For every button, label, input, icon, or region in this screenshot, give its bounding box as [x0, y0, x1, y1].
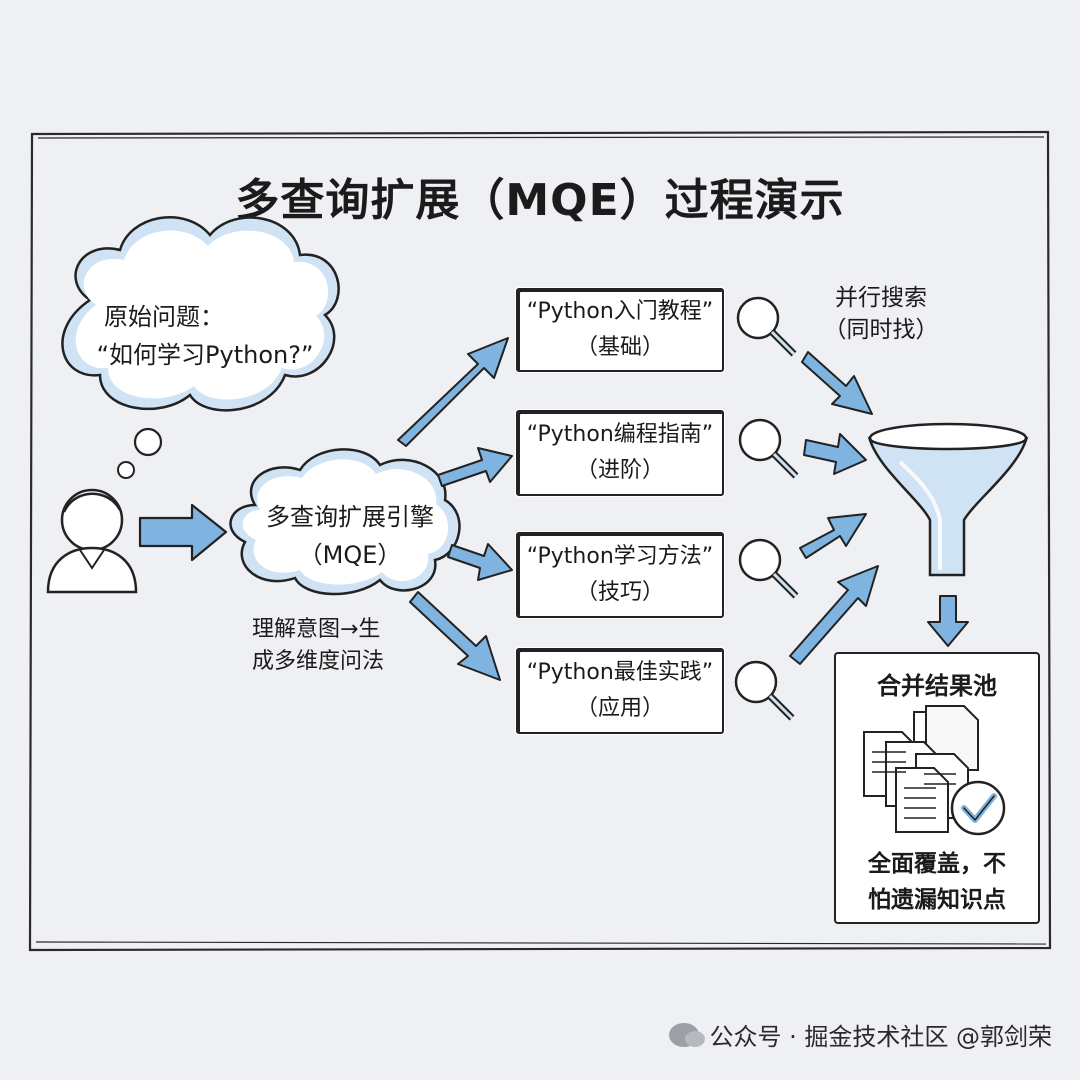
search-icon — [734, 660, 795, 721]
wechat-icon — [669, 1022, 706, 1047]
fan-out-arrows — [397, 337, 513, 681]
engine-line2: （MQE） — [298, 541, 402, 569]
original-question-label: 原始问题： — [104, 303, 224, 331]
query-box-basics: “Python入门教程” （基础） — [516, 288, 724, 372]
result-pool-title: 合并结果池 — [877, 672, 997, 700]
fan-in-arrows — [789, 351, 879, 665]
query-text: “Python入门教程” — [526, 299, 714, 324]
original-question: 原始问题： “如何学习Python?” — [90, 298, 320, 374]
query-box-tips: “Python学习方法” （技巧） — [516, 532, 724, 618]
query-text: “Python编程指南” — [526, 422, 714, 447]
arrow-right-icon — [447, 543, 513, 581]
parallel-search-line2: （同时找） — [823, 317, 939, 343]
arrow-right-icon — [803, 433, 867, 475]
arrow-right-icon — [138, 503, 228, 562]
query-box-practice: “Python最佳实践” （应用） — [516, 648, 724, 734]
arrow-right-icon — [397, 337, 509, 447]
engine-note-line2: 成多维度问法 — [252, 649, 385, 674]
search-icon — [738, 538, 799, 599]
arrow-down-icon — [927, 595, 969, 647]
engine-line1: 多查询扩展引擎 — [266, 503, 434, 531]
engine-note: 理解意图→生 成多维度问法 — [252, 614, 432, 678]
engine-cloud — [229, 448, 461, 596]
engine-note-line1: 理解意图→生 — [252, 617, 381, 642]
query-text: “Python最佳实践” — [526, 660, 714, 685]
result-pool-desc: 全面覆盖，不 怕遗漏知识点 — [836, 846, 1038, 918]
arrow-right-icon — [801, 351, 873, 415]
arrow-right-icon — [789, 565, 879, 665]
original-question-text: “如何学习Python?” — [96, 341, 314, 369]
arrow-right-icon — [799, 513, 867, 559]
search-icon — [738, 418, 799, 479]
diagram-frame — [28, 130, 1054, 952]
check-circle-icon — [950, 780, 1006, 836]
funnel-icon — [867, 422, 1029, 577]
result-pool: 合并结果池 全面覆盖，不 怕遗漏知识点 — [834, 652, 1040, 924]
query-tag: （基础） — [575, 335, 664, 360]
result-pool-desc-line1: 全面覆盖，不 — [868, 851, 1006, 877]
result-pool-desc-line2: 怕遗漏知识点 — [868, 887, 1006, 913]
search-icon — [736, 296, 797, 357]
query-tag: （应用） — [575, 696, 664, 721]
user-icon — [46, 488, 138, 594]
engine-label: 多查询扩展引擎 （MQE） — [245, 498, 455, 574]
arrow-right-icon — [437, 447, 513, 487]
query-box-advanced: “Python编程指南” （进阶） — [516, 410, 724, 496]
parallel-search-line1: 并行搜索 — [835, 285, 927, 311]
parallel-search-label: 并行搜索 （同时找） — [816, 282, 946, 346]
thought-bubble-icon — [61, 216, 340, 479]
arrow-right-icon — [409, 591, 501, 681]
documents-icon — [863, 705, 1006, 836]
watermark-text: 公众号 · 掘金技术社区 @郭剑荣 — [709, 1023, 1052, 1051]
query-tag: （进阶） — [575, 458, 664, 483]
query-tag: （技巧） — [575, 580, 664, 605]
query-text: “Python学习方法” — [526, 544, 714, 569]
watermark: 公众号 · 掘金技术社区 @郭剑荣 — [669, 1017, 1052, 1052]
diagram-title: 多查询扩展（MQE）过程演示 — [235, 175, 845, 226]
